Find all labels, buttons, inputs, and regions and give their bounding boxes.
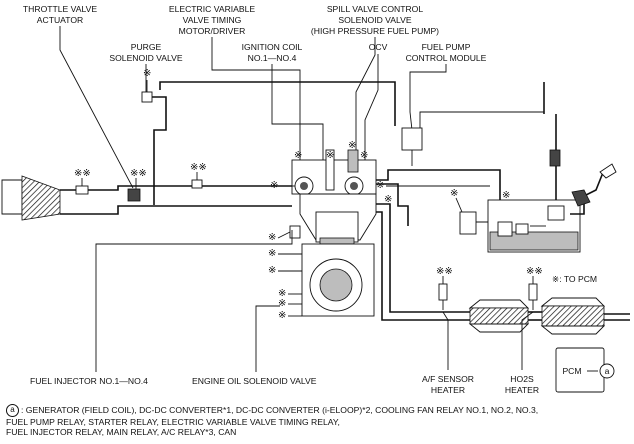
svg-text:SPILL VALVE CONTROL: SPILL VALVE CONTROL bbox=[327, 4, 424, 14]
svg-text:※: ※ bbox=[326, 150, 334, 161]
svg-text:HEATER: HEATER bbox=[505, 385, 539, 395]
svg-text:FUEL PUMP: FUEL PUMP bbox=[422, 42, 471, 52]
svg-text:※: ※ bbox=[294, 150, 302, 161]
svg-text:※: ※ bbox=[384, 194, 392, 205]
svg-text:※※: ※※ bbox=[130, 168, 147, 179]
leader-fuel-injector bbox=[95, 230, 293, 372]
fuel-pump-control-module: ※ bbox=[450, 188, 498, 235]
svg-text:※: ※ bbox=[268, 265, 276, 276]
purge-solenoid-valve: ※ bbox=[141, 68, 396, 205]
label-purge-solenoid-valve: PURGE SOLENOID VALVE bbox=[109, 42, 182, 63]
svg-text:※: ※ bbox=[360, 150, 368, 161]
svg-text:※: ※ bbox=[278, 298, 286, 309]
throttle-valve-actuator: ※※ bbox=[127, 168, 147, 202]
footnote-line-2: FUEL PUMP RELAY, STARTER RELAY, ELECTRIC… bbox=[6, 417, 340, 427]
svg-text:SOLENOID VALVE: SOLENOID VALVE bbox=[338, 15, 411, 25]
label-ocv: OCV bbox=[369, 42, 388, 52]
label-electric-variable-valve-timing: ELECTRIC VARIABLE VALVE TIMING MOTOR/DRI… bbox=[169, 4, 256, 36]
svg-text:CONTROL MODULE: CONTROL MODULE bbox=[406, 53, 487, 63]
svg-text:(HIGH PRESSURE FUEL PUMP): (HIGH PRESSURE FUEL PUMP) bbox=[311, 26, 439, 36]
intake-sensor: ※※ bbox=[190, 162, 207, 189]
svg-text:※: ※ bbox=[376, 180, 384, 191]
svg-text:ACTUATOR: ACTUATOR bbox=[37, 15, 83, 25]
svg-text:VALVE TIMING: VALVE TIMING bbox=[183, 15, 242, 25]
exhaust-pipe bbox=[376, 203, 630, 335]
svg-text:※※: ※※ bbox=[74, 168, 91, 179]
svg-text:※※: ※※ bbox=[436, 266, 453, 277]
svg-text:※※: ※※ bbox=[190, 162, 207, 173]
svg-text:※: ※ bbox=[268, 232, 276, 243]
footnote-line-1: a: GENERATOR (FIELD COIL), DC-DC CONVERT… bbox=[6, 404, 628, 417]
svg-text:※: ※ bbox=[278, 288, 286, 299]
pcm-box: PCM a bbox=[555, 347, 615, 393]
label-ho2s-heater: HO2S HEATER bbox=[505, 374, 539, 395]
svg-text:ELECTRIC VARIABLE: ELECTRIC VARIABLE bbox=[169, 4, 256, 14]
label-fuel-injector: FUEL INJECTOR NO.1—NO.4 bbox=[30, 376, 148, 386]
label-throttle-valve-actuator: THROTTLE VALVE ACTUATOR bbox=[23, 4, 97, 25]
label-ignition-coil: IGNITION COIL NO.1—NO.4 bbox=[242, 42, 303, 63]
svg-text:※: ※ bbox=[143, 68, 151, 79]
svg-text:※※: ※※ bbox=[526, 266, 543, 277]
af-sensor: ※※ bbox=[436, 266, 453, 370]
fuel-lines bbox=[376, 82, 557, 226]
pcm-circle-a: a bbox=[605, 366, 610, 376]
svg-text:THROTTLE VALVE: THROTTLE VALVE bbox=[23, 4, 97, 14]
svg-text:※: ※ bbox=[348, 140, 356, 151]
leader-lines bbox=[59, 26, 447, 189]
svg-text:※: ※ bbox=[270, 180, 278, 191]
svg-text:PURGE: PURGE bbox=[131, 42, 162, 52]
svg-text:HEATER: HEATER bbox=[431, 385, 465, 395]
engine-block: ※ ※ ※ ※ ※ ※ bbox=[268, 193, 377, 321]
air-intake-duct: ※※ bbox=[1, 168, 300, 221]
svg-text:NO.1—NO.4: NO.1—NO.4 bbox=[248, 53, 297, 63]
footnote-block: a: GENERATOR (FIELD COIL), DC-DC CONVERT… bbox=[6, 404, 628, 438]
svg-text:※: ※ bbox=[278, 310, 286, 321]
svg-text:※: ※ bbox=[268, 248, 276, 259]
svg-text:A/F SENSOR: A/F SENSOR bbox=[422, 374, 474, 384]
footnote-line-3: FUEL INJECTOR RELAY, MAIN RELAY, A/C REL… bbox=[6, 427, 237, 438]
svg-text:SOLENOID VALVE: SOLENOID VALVE bbox=[109, 53, 182, 63]
engine-cylinder-head: ※ ※ ※ ※ ※ ※ ※ bbox=[270, 140, 392, 205]
evap-canister bbox=[401, 127, 423, 151]
footnote-circle-a: a bbox=[6, 404, 19, 417]
svg-text:IGNITION COIL: IGNITION COIL bbox=[242, 42, 303, 52]
svg-text:※: ※ bbox=[450, 188, 458, 199]
ho2s-sensor: ※※ bbox=[521, 266, 543, 370]
svg-text:HO2S: HO2S bbox=[510, 374, 534, 384]
legend-to-pcm: ※: TO PCM bbox=[552, 274, 597, 284]
leader-engine-oil-solenoid bbox=[255, 305, 280, 372]
fuel-tank bbox=[487, 149, 617, 253]
label-engine-oil-solenoid: ENGINE OIL SOLENOID VALVE bbox=[192, 376, 317, 386]
label-af-sensor-heater: A/F SENSOR HEATER bbox=[422, 374, 474, 395]
label-fuel-pump-control-module: FUEL PUMP CONTROL MODULE bbox=[406, 42, 487, 63]
pcm-label: PCM bbox=[562, 366, 581, 376]
label-spill-valve-control: SPILL VALVE CONTROL SOLENOID VALVE (HIGH… bbox=[311, 4, 439, 36]
fuel-connector-marker: ※ bbox=[502, 190, 510, 201]
engine-control-diagram: THROTTLE VALVE ACTUATOR ELECTRIC VARIABL… bbox=[1, 4, 630, 395]
svg-text:MOTOR/DRIVER: MOTOR/DRIVER bbox=[179, 26, 246, 36]
